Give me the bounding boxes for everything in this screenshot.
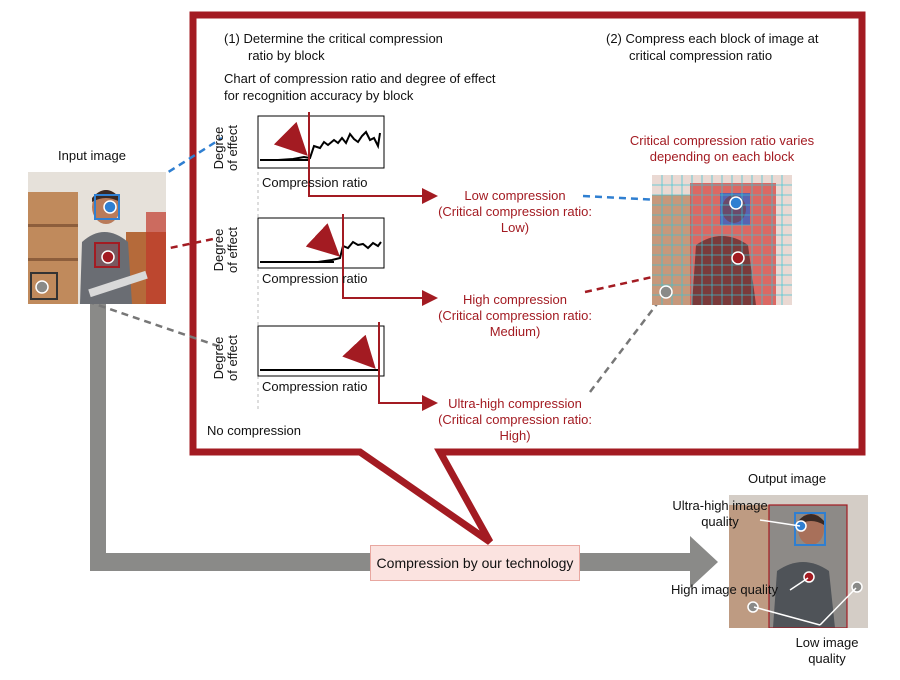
chart-2-xlabel: Compression ratio xyxy=(262,271,368,286)
no-compression-label: No compression xyxy=(207,423,301,438)
connector-face xyxy=(117,136,223,206)
output-image-label: Output image xyxy=(748,471,827,486)
result-low: Low compression(Critical compression rat… xyxy=(438,188,592,235)
chart-1-xlabel: Compression ratio xyxy=(262,175,368,190)
input-image-label: Input image xyxy=(58,148,126,163)
compressed-image xyxy=(652,175,792,305)
chart-2 xyxy=(257,214,385,285)
input-image xyxy=(28,172,166,304)
step1-title-line2: ratio by block xyxy=(248,48,325,63)
connector-result-3 xyxy=(589,291,667,393)
chart-caption-line2: for recognition accuracy by block xyxy=(224,88,414,103)
chart-3-xlabel: Compression ratio xyxy=(262,379,368,394)
high-quality-label: High image quality xyxy=(671,582,778,597)
process-flow-arrow xyxy=(90,300,718,588)
result-arrow-3 xyxy=(378,378,438,411)
step2-title-line1: (2) Compress each block of image at xyxy=(606,31,819,46)
chart-caption-line1: Chart of compression ratio and degree of… xyxy=(224,71,496,86)
result-high: High compression(Critical compression ra… xyxy=(438,292,592,339)
result-arrow-2 xyxy=(342,285,438,306)
result-ultra-high: Ultra-high compression(Critical compress… xyxy=(438,396,592,443)
step2-title-line2: critical compression ratio xyxy=(629,48,773,63)
result-arrow-1 xyxy=(308,183,438,204)
chart-3 xyxy=(257,322,385,381)
step1-title-line1: (1) Determine the critical compression xyxy=(224,31,443,46)
technology-label: Compression by our technology xyxy=(370,545,580,581)
chart-1 xyxy=(257,112,385,183)
